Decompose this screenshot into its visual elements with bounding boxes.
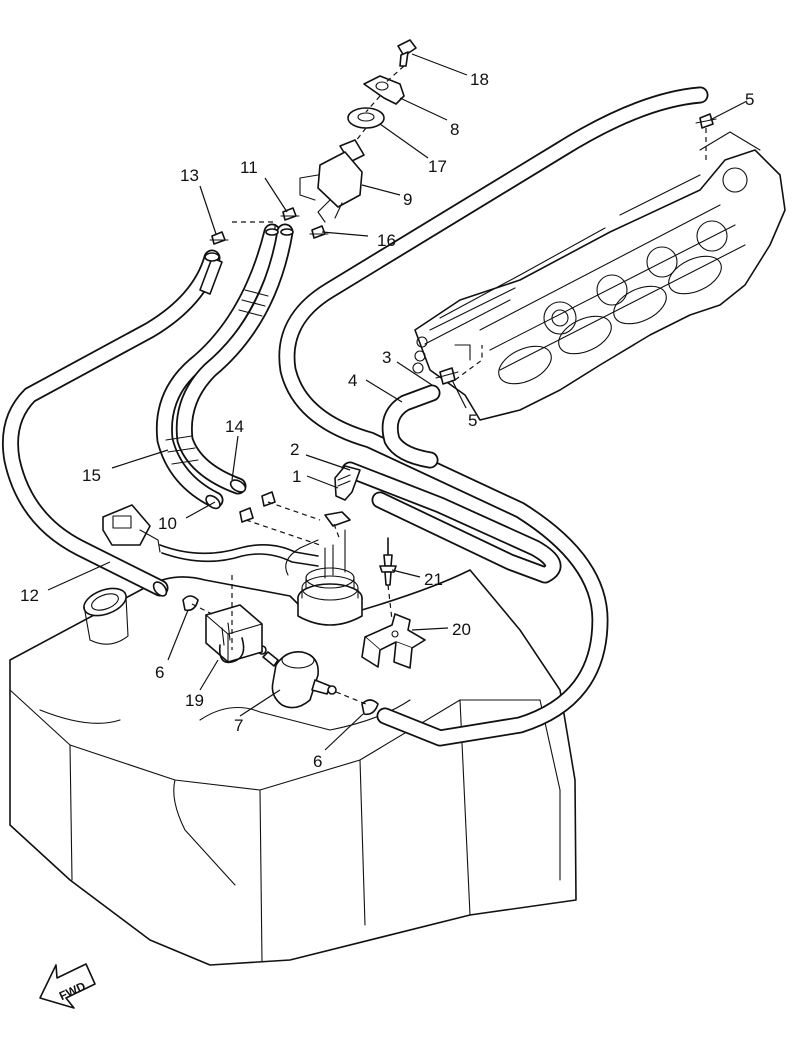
callout-2: 2: [290, 440, 299, 459]
callout-leader-lines: [47, 53, 748, 751]
callout-18: 18: [470, 70, 489, 89]
fuel-sensor-assembly: [299, 39, 417, 223]
callout-14: 14: [225, 417, 244, 436]
hose-elbow-joint: [334, 465, 361, 501]
fuel-tank: [9, 569, 577, 966]
callout-9: 9: [403, 190, 412, 209]
callout-17: 17: [428, 157, 447, 176]
callout-6-left: 6: [155, 663, 164, 682]
callout-16: 16: [377, 231, 396, 250]
mounting-bracket: [361, 613, 426, 669]
engine-fuel-rail: [412, 131, 786, 421]
callout-1: 1: [292, 467, 301, 486]
callout-7: 7: [234, 716, 243, 735]
fuel-pump-sender-unit: [102, 504, 363, 626]
callout-21: 21: [424, 570, 443, 589]
callout-5-top: 5: [745, 90, 754, 109]
callout-11: 11: [240, 158, 258, 177]
forward-arrow-icon: FWD: [39, 963, 96, 1009]
callout-13: 13: [180, 166, 199, 185]
callout-15: 15: [82, 466, 101, 485]
rivet: [379, 537, 397, 586]
callout-10: 10: [158, 514, 177, 533]
callout-5-right: 5: [468, 411, 477, 430]
fuel-filter: [257, 645, 337, 709]
callout-labels: 18 8 17 9 16 11 13 5 3 4 5 2 1 14 15 10 …: [20, 70, 754, 771]
filter-bracket: [205, 604, 263, 664]
callout-4: 4: [348, 371, 357, 390]
assembly-guide-lines: [191, 65, 707, 705]
hose-clamps: [182, 113, 717, 716]
callout-20: 20: [452, 620, 471, 639]
fuel-hoses: [1, 86, 709, 747]
callout-12: 12: [20, 586, 39, 605]
callout-8: 8: [450, 120, 459, 139]
callout-6-right: 6: [313, 752, 322, 771]
callout-19: 19: [185, 691, 204, 710]
callout-3: 3: [382, 348, 391, 367]
